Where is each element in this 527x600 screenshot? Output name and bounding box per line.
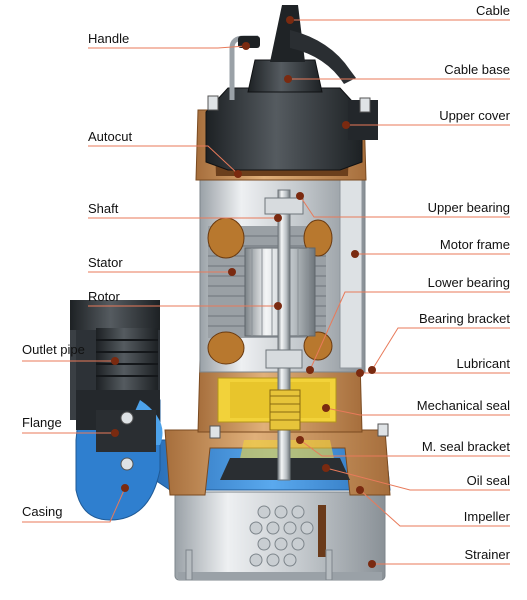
label-flange: Flange <box>22 415 62 430</box>
label-bearing-bracket: Bearing bracket <box>418 311 510 326</box>
mechanical-seal-body <box>269 389 301 431</box>
label-lower-bearing: Lower bearing <box>427 275 510 290</box>
label-strainer: Strainer <box>464 547 510 562</box>
upper-cover-body <box>205 87 378 171</box>
label-shaft: Shaft <box>88 201 119 216</box>
upper-bearing-body <box>264 197 304 215</box>
outlet-pipe-body <box>96 328 158 390</box>
label-cable: Cable <box>476 3 510 18</box>
label-cable-base: Cable base <box>444 62 510 77</box>
label-m-seal-bracket: M. seal bracket <box>421 439 510 454</box>
label-casing: Casing <box>22 504 63 519</box>
label-rotor: Rotor <box>88 289 120 304</box>
label-handle: Handle <box>88 31 130 46</box>
label-upper-cover: Upper cover <box>439 108 510 123</box>
label-lubricant: Lubricant <box>456 356 510 371</box>
label-stator: Stator <box>88 255 123 270</box>
label-motor-frame: Motor frame <box>439 237 510 252</box>
strainer-body <box>174 491 386 581</box>
lower-bearing-body <box>265 349 303 369</box>
label-upper-bearing: Upper bearing <box>427 200 510 215</box>
label-oil-seal: Oil seal <box>466 473 510 488</box>
label-mechanical-seal: Mechanical seal <box>416 398 510 413</box>
cable-base-body <box>247 59 323 93</box>
shaft-body <box>277 189 291 481</box>
label-autocut: Autocut <box>88 129 133 144</box>
label-impeller: Impeller <box>463 509 510 524</box>
label-outlet-pipe: Outlet pipe <box>22 342 85 357</box>
flange-body <box>96 410 156 471</box>
